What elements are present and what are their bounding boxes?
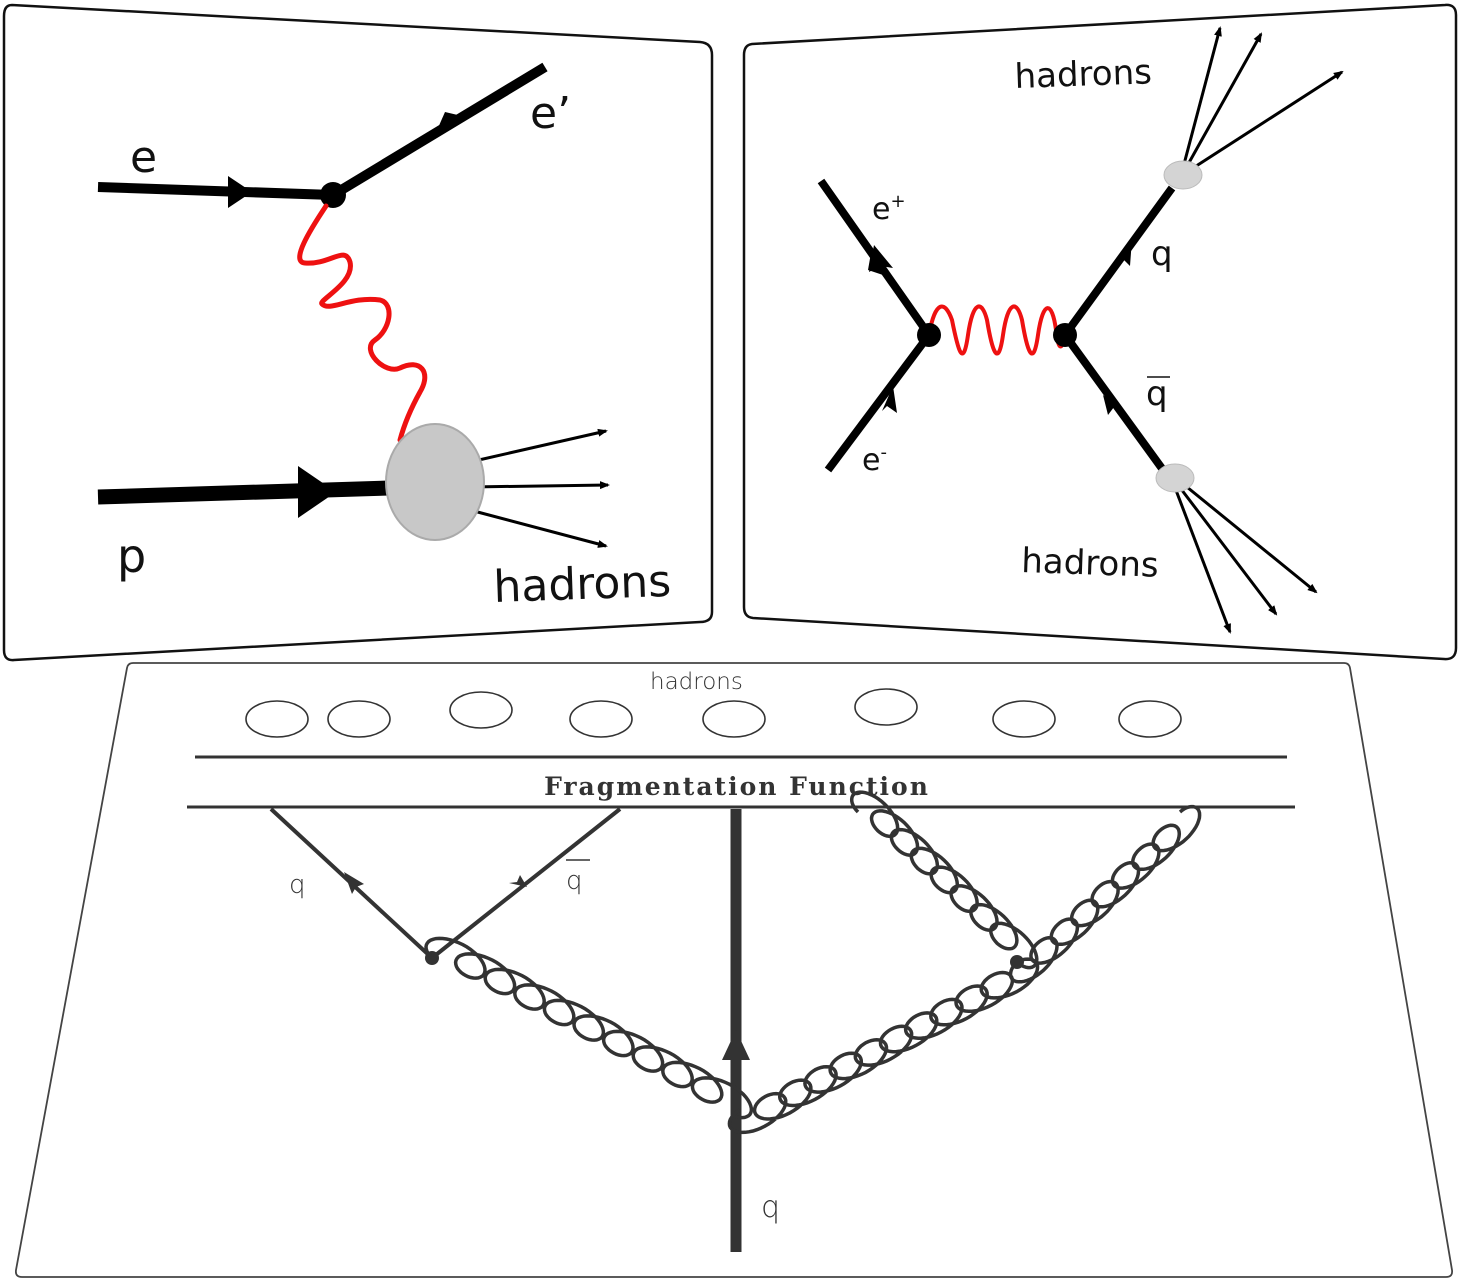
positron-label: e+ (872, 191, 906, 227)
hadron-circle (702, 700, 766, 738)
dis-hadrons-label: hadrons (493, 556, 672, 613)
electron-in-label: e (130, 132, 157, 183)
left-quark-label: q (289, 870, 306, 900)
electron-out-label: e’ (530, 88, 571, 139)
top-hadrons-label: hadrons (1014, 52, 1153, 97)
top-hadron-arrow-3 (1189, 70, 1344, 172)
gluon-vertex-dot (1010, 955, 1024, 969)
hadron-circle (1118, 700, 1182, 738)
gluons (424, 790, 1202, 1135)
proton-label: p (117, 529, 146, 583)
quark-label: q (1151, 234, 1173, 274)
fragmentation-hadrons-label: hadrons (650, 669, 743, 695)
top-hadron-arrow-2 (1184, 32, 1263, 169)
dis-vertex-dot (320, 182, 346, 208)
top-hadron-arrow-1 (1181, 26, 1222, 169)
dis-hadron-arrow-3 (469, 508, 608, 548)
proton-arrow-icon (298, 466, 336, 518)
electron-out-arrow-head-icon (434, 112, 462, 137)
proton-line (97, 480, 391, 505)
hadron-circle (245, 700, 309, 738)
top-hadron-blob (1163, 160, 1203, 190)
bottom-hadron-arrow-3 (1181, 481, 1318, 594)
hadron-circle (992, 700, 1056, 738)
annihilation-panel-frame (742, 3, 1458, 661)
fragmentation-panel: hadrons Fragmentation Function q q q (14, 662, 1454, 1278)
gluon-upper-right (1008, 804, 1202, 984)
antiquark-arrow-icon-frag (509, 875, 527, 887)
electron-label-base: e (862, 443, 880, 478)
main-quark-arrow-icon (722, 1030, 750, 1060)
fragmentation-function-title: Fragmentation Function (544, 772, 930, 801)
bottom-hadrons-label: hadrons (1021, 541, 1160, 586)
electron-arrow-icon (882, 386, 897, 413)
electron-label: e- (862, 442, 887, 478)
dis-photon (297, 203, 428, 443)
electron-label-sup: - (880, 442, 887, 463)
electron-in-line (97, 182, 334, 200)
bottom-quark-label: q (761, 1190, 780, 1225)
dis-hadron-arrow-1 (469, 428, 608, 464)
antiquark-label: q (1146, 374, 1168, 414)
electron-in-arrow-icon (228, 176, 252, 208)
bottom-hadron-arrow-2 (1176, 484, 1278, 616)
annihilation-panel: e+ e- q q hadrons hadrons (742, 3, 1458, 661)
hadron-circle (854, 688, 918, 726)
bottom-hadron-arrow-1 (1172, 484, 1232, 634)
dis-panel: e e’ p hadrons (2, 3, 714, 662)
gluon-upper-left (849, 790, 1039, 970)
positron-label-base: e (872, 192, 890, 227)
annihilation-photon (927, 304, 1067, 356)
annihilation-vertex-left (917, 323, 941, 347)
gluon-left (424, 936, 754, 1120)
annihilation-vertex-right (1053, 323, 1077, 347)
positron-label-sup: + (890, 191, 905, 212)
hadron-circle (449, 691, 513, 729)
hadron-circles (245, 688, 1182, 738)
antiquark-label-frag: q (566, 866, 583, 896)
gluon-right (727, 957, 1040, 1135)
hadron-circle (569, 700, 633, 738)
bottom-hadron-blob (1155, 463, 1195, 493)
quark-line (1061, 185, 1176, 338)
quark-arrow-icon (1116, 239, 1132, 266)
left-quark-arrow-icon (344, 872, 364, 894)
antiquark-arrow-icon (1103, 395, 1122, 415)
proton-blob (385, 423, 485, 541)
hadron-circle (327, 700, 391, 738)
dis-hadron-arrow-2 (469, 481, 610, 490)
electron-line (824, 332, 933, 473)
positron-arrow-head-icon (869, 245, 893, 272)
antiquark-line-frag (430, 807, 622, 960)
